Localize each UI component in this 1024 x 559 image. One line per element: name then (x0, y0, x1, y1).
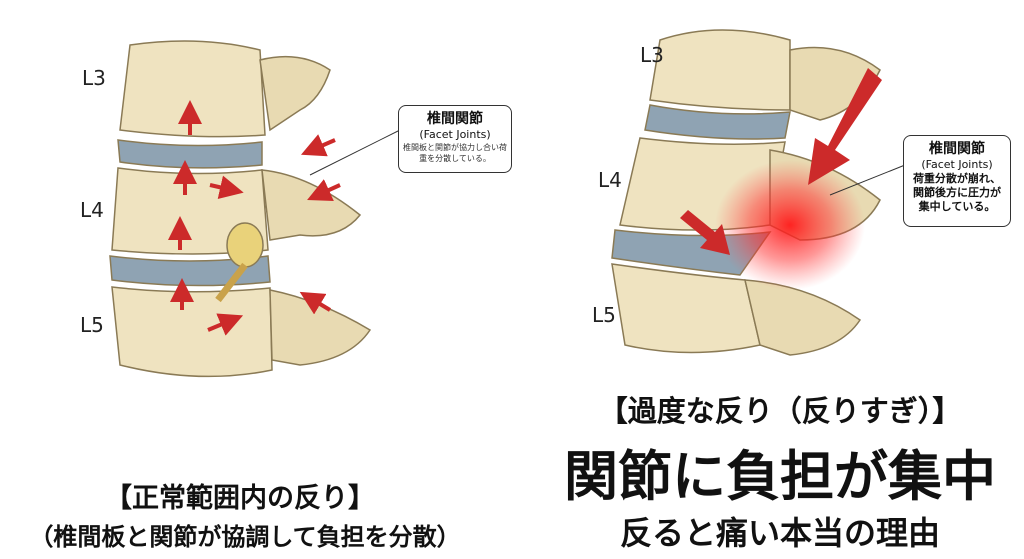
posterior-process (269, 289, 372, 366)
subheadline: 反ると痛い本当の理由 (619, 514, 940, 552)
level-label-l3: L3 (82, 66, 106, 90)
level-label-l4: L4 (598, 168, 622, 192)
right-caption-title: 【過度な反り（反りすぎ）】 (598, 394, 962, 428)
normal-spine (109, 40, 372, 378)
small-arrow-icon (680, 210, 730, 255)
pain-glow (715, 160, 865, 290)
level-label-l5: L5 (80, 313, 104, 337)
callout-subtitle: (Facet Joints) (921, 158, 993, 171)
arrow-icon (209, 175, 244, 200)
large-arrow-icon (808, 68, 882, 185)
callout-leader (829, 164, 906, 196)
level-label-l4: L4 (80, 198, 104, 222)
callout-title: 椎間関節 (427, 111, 483, 127)
disc (644, 104, 791, 140)
nerve (215, 262, 248, 303)
pressure-arrows (680, 68, 882, 255)
posterior-process (744, 279, 862, 356)
callout-description: 椎間板と関節が協力し合い荷重を分散している。 (403, 143, 507, 163)
left-caption-title: 【正常範囲内の反り】 (105, 483, 375, 514)
arrow-icon (307, 179, 341, 201)
level-label-l5: L5 (592, 303, 616, 327)
nerve-root (226, 222, 264, 268)
callout-description: 荷重分散が崩れ、関節後方に圧力が集中している。 (912, 172, 1002, 213)
arrow-icon (299, 291, 332, 315)
left-caption-subtitle: （椎間板と関節が協調して負担を分散） (29, 523, 461, 551)
vertebra-l5 (611, 263, 761, 354)
disc (117, 139, 263, 169)
facet-joint-callout-left: 椎間関節 (Facet Joints) 椎間板と関節が協力し合い荷重を分散してい… (398, 105, 512, 173)
posterior-process (261, 169, 362, 241)
vertebra-l5 (111, 286, 273, 378)
callout-leader (309, 129, 401, 176)
callout-title: 椎間関節 (929, 141, 985, 157)
posterior-process (789, 46, 881, 121)
arrow-icon (300, 134, 336, 157)
headline: 関節に負担が集中 (564, 445, 996, 508)
arrow-icon (207, 313, 244, 336)
facet-joint-callout-right: 椎間関節 (Facet Joints) 荷重分散が崩れ、関節後方に圧力が集中して… (903, 135, 1011, 227)
vertebra-l3 (649, 29, 791, 111)
posterior-process (259, 55, 331, 132)
level-label-l3: L3 (640, 43, 664, 67)
disc (109, 255, 271, 287)
load-arrows (168, 100, 341, 336)
callout-subtitle: (Facet Joints) (419, 128, 491, 141)
vertebra-l3 (119, 40, 266, 138)
